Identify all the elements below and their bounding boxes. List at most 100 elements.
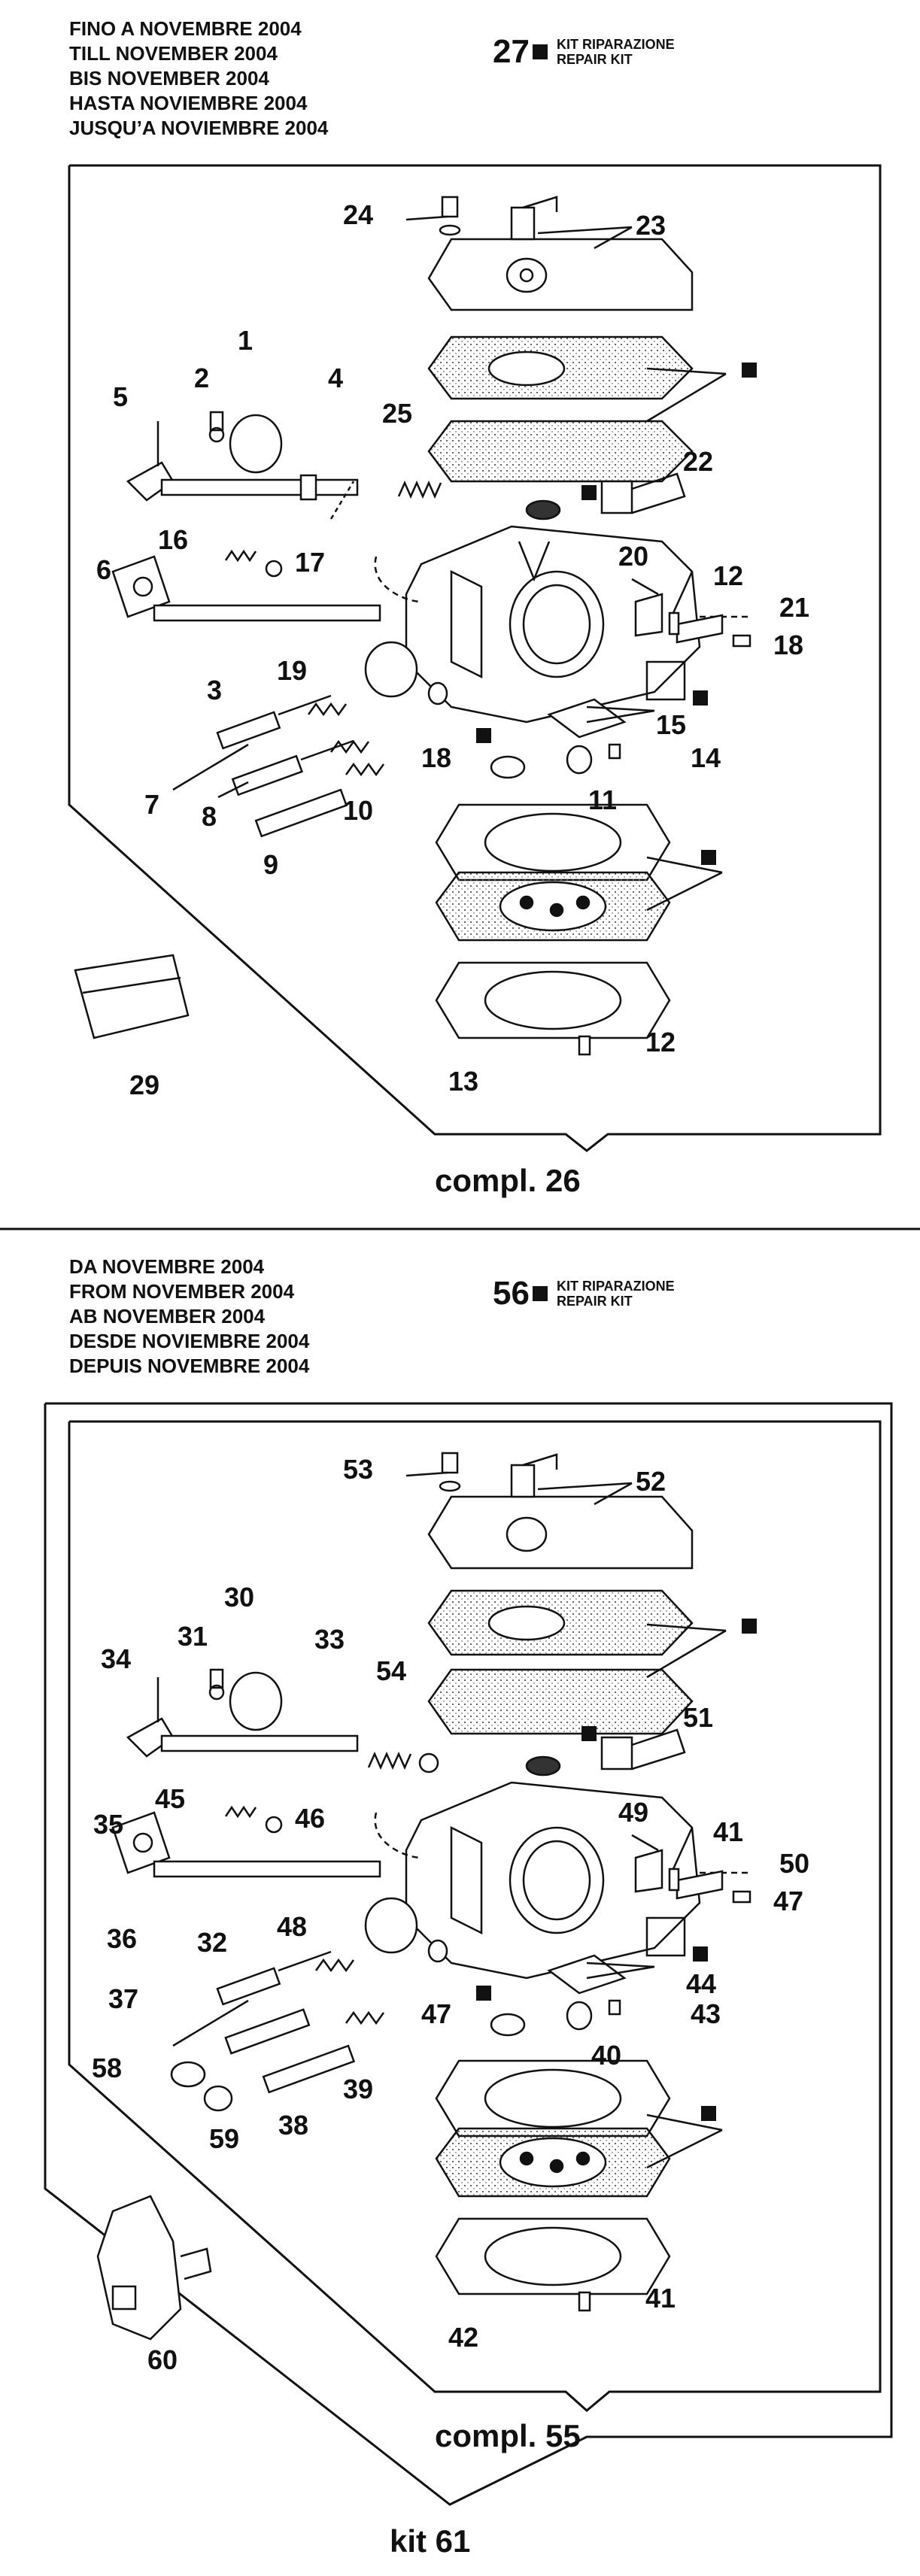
header-line: FINO A NOVEMBRE 2004 (69, 17, 302, 40)
lever-50 (676, 1870, 724, 1900)
part-label: 49 (618, 1797, 648, 1828)
section2-header: DA NOVEMBRE 2004 FROM NOVEMBER 2004 AB N… (69, 1255, 309, 1379)
header-line: TILL NOVEMBER 2004 (69, 42, 278, 65)
part-label: 45 (155, 1783, 185, 1814)
part-label: 2 (194, 363, 209, 393)
kit-square-icon (742, 1619, 757, 1634)
header-line: FROM NOVEMBER 2004 (69, 1280, 295, 1303)
part-label: 39 (343, 2074, 373, 2104)
part-label: 35 (93, 1809, 123, 1840)
top-cover-23 (427, 196, 694, 311)
kit-square-icon (532, 1286, 548, 1301)
screw-47-right (732, 1890, 751, 1904)
part-label: 18 (421, 742, 451, 773)
part-label: 58 (92, 2053, 122, 2083)
part-label: 41 (713, 1816, 743, 1847)
needle-37 (224, 2008, 311, 2055)
gasket-mid (435, 803, 671, 881)
frame-26 (68, 164, 882, 1152)
part-label: 29 (129, 1070, 159, 1100)
kit-markers-2 (476, 1619, 757, 2121)
kit-square-icon (693, 1946, 708, 1962)
part-label: 13 (448, 1066, 478, 1097)
header-line: BIS NOVEMBER 2004 (69, 67, 269, 90)
part-label: 51 (683, 1702, 713, 1733)
filter-51 (525, 1755, 561, 1776)
needle-7 (216, 694, 332, 750)
plug-18 (427, 681, 448, 705)
lever-21 (676, 614, 724, 644)
screw-24 (439, 196, 461, 236)
spring-16 (224, 549, 257, 563)
ball-46 (265, 1816, 283, 1834)
screw-41-bottom (578, 2291, 591, 2312)
kit-square-icon (476, 728, 491, 743)
part-label: 11 (588, 784, 617, 815)
bushing-54 (418, 1752, 439, 1773)
kit-number: 56 (493, 1275, 530, 1312)
lever-20 (634, 593, 663, 637)
plug-47 (427, 1939, 448, 1963)
part-label: 42 (448, 2322, 478, 2353)
ball-17 (265, 560, 283, 578)
carburetor-body-2 (405, 1781, 701, 1980)
spring-10 (345, 762, 385, 777)
diaphragm-mid-2 (435, 2127, 671, 2198)
part-label: 38 (278, 2110, 308, 2141)
needle-38 (262, 2044, 356, 2094)
diaphragm-48 (364, 1897, 418, 1954)
kit-square-icon (476, 1986, 491, 2001)
kit-square-icon (701, 2106, 716, 2121)
needle-8 (231, 739, 354, 796)
cap-58 (170, 2061, 206, 2088)
kit-square-icon (581, 485, 597, 500)
kit-square-icon (742, 363, 757, 378)
gasket-upper-2 (427, 1589, 694, 1656)
header-line: AB NOVEMBER 2004 (69, 1305, 266, 1327)
screw-41-top (668, 1868, 680, 1892)
kit-square-icon (532, 44, 548, 59)
compl-55-label: compl. 55 (435, 2418, 581, 2453)
needle-36 (216, 1967, 281, 2006)
part-label: 40 (591, 2040, 621, 2071)
top-cover-52 (427, 1453, 694, 1570)
part-14 (608, 743, 621, 760)
spring-3 (307, 702, 348, 717)
spring-8 (329, 739, 370, 754)
kit-square-icon (693, 690, 708, 705)
part-label: 24 (343, 199, 373, 230)
part-label: 34 (101, 1643, 131, 1674)
diaphragm-19 (364, 641, 418, 698)
part-label: 21 (779, 592, 809, 623)
part-label: 3 (207, 675, 222, 705)
part-label: 25 (382, 398, 412, 429)
part-label: 1 (238, 325, 253, 356)
part-label: 14 (691, 742, 721, 773)
part-label: 44 (686, 1968, 716, 1999)
kit-markers-1 (476, 363, 757, 865)
header-line: JUSQU’A NOVIEMBRE 2004 (69, 117, 329, 139)
choke-shaft-6 (111, 555, 381, 622)
gasket-lower-2 (427, 1668, 694, 1735)
part-label: 54 (376, 1655, 406, 1686)
part-label: 33 (314, 1624, 345, 1655)
kit-square-icon (581, 1726, 597, 1741)
part-label: 16 (158, 524, 188, 555)
frame-61 (44, 1402, 893, 2506)
screw-53 (439, 1452, 461, 1492)
kit-number: 27 (493, 33, 530, 70)
part-label: 37 (108, 1983, 138, 2014)
part-label: 46 (295, 1803, 325, 1834)
choke-shaft-35 (111, 1811, 381, 1878)
kit-61-label: kit 61 (390, 2523, 471, 2559)
diaphragm-mid (435, 871, 671, 942)
part-label: 30 (224, 1582, 254, 1613)
disc-small-2 (490, 2013, 526, 2037)
section2-diagram (44, 1402, 893, 2506)
spring-33 (367, 1751, 412, 1770)
kit-text: KIT RIPARAZIONE REPAIR KIT (556, 1279, 675, 1309)
section1-labels: 1 2 3 4 5 6 7 8 9 10 11 12 12 13 14 15 1… (96, 199, 809, 1100)
part-label: 9 (263, 849, 278, 880)
part-label: 22 (683, 446, 713, 477)
